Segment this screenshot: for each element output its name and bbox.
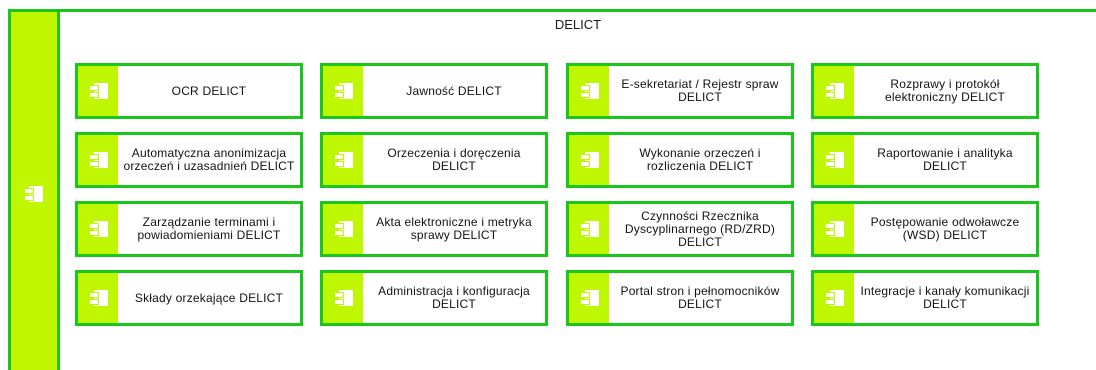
component-card[interactable]: Postępowanie odwoławcze (WSD) DELICT [811,201,1039,257]
component-card[interactable]: OCR DELICT [75,63,303,119]
component-card[interactable]: Automatyczna anonimizacja orzeczeń i uza… [75,132,303,188]
component-icon [334,290,353,306]
component-swatch [323,204,363,254]
component-label: E-sekretariat / Rejestr spraw DELICT [621,77,779,104]
component-card[interactable]: Orzeczenia i doręczenia DELICT [320,132,548,188]
component-label: Postępowanie odwoławcze (WSD) DELICT [870,215,1020,242]
component-label: Składy orzekające DELICT [134,290,284,305]
component-card[interactable]: Portal stron i pełnomocników DELICT [566,270,794,326]
component-label: Akta elektroniczne i metryka sprawy DELI… [376,215,532,242]
component-swatch [323,66,363,116]
component-swatch [814,135,854,185]
component-swatch [814,66,854,116]
component-card[interactable]: Akta elektroniczne i metryka sprawy DELI… [320,201,548,257]
component-card[interactable]: Zarządzanie terminami i powiadomieniami … [75,201,303,257]
component-icon [580,83,599,99]
component-icon [334,152,353,168]
component-icon [89,83,108,99]
component-label: Integracje i kanały komunikacji DELICT [860,284,1030,311]
component-icon [580,221,599,237]
component-label: Rozprawy i protokół elektroniczny DELICT [884,77,1006,104]
component-label: Raportowanie i analityka DELICT [877,146,1013,173]
component-icon [89,152,108,168]
component-label: Zarządzanie terminami i powiadomieniami … [137,215,281,242]
component-swatch [323,273,363,323]
component-icon [825,83,844,99]
component-swatch [814,204,854,254]
component-swatch [78,135,118,185]
component-label: Orzeczenia i doręczenia DELICT [387,146,521,173]
component-card[interactable]: Administracja i konfiguracja DELICT [320,270,548,326]
component-label: Administracja i konfiguracja DELICT [378,284,530,311]
component-swatch [569,204,609,254]
component-swatch [323,135,363,185]
component-icon [334,221,353,237]
component-swatch [569,135,609,185]
component-swatch [569,66,609,116]
component-swatch [78,273,118,323]
component-swatch [78,204,118,254]
component-card[interactable]: Wykonanie orzeczeń i rozliczenia DELICT [566,132,794,188]
component-icon [24,186,43,202]
component-icon [825,290,844,306]
component-icon [580,290,599,306]
component-label: Czynności Rzecznika Dyscyplinarnego (RD/… [624,208,776,249]
component-card[interactable]: Raportowanie i analityka DELICT [811,132,1039,188]
component-icon [825,221,844,237]
component-label: Jawność DELICT [406,83,502,98]
component-icon [89,221,108,237]
component-label: Automatyczna anonimizacja orzeczeń i uza… [123,146,295,173]
domain-title: DELICT [554,17,602,32]
component-card[interactable]: Składy orzekające DELICT [75,270,303,326]
component-card[interactable]: Rozprawy i protokół elektroniczny DELICT [811,63,1039,119]
component-swatch [569,273,609,323]
component-icon [825,152,844,168]
component-icon [89,290,108,306]
component-label: OCR DELICT [171,83,247,98]
component-label: Portal stron i pełnomocników DELICT [620,284,780,311]
component-card[interactable]: Integracje i kanały komunikacji DELICT [811,270,1039,326]
component-icon [580,152,599,168]
component-label: Wykonanie orzeczeń i rozliczenia DELICT [639,146,761,173]
component-icon [334,83,353,99]
component-card[interactable]: E-sekretariat / Rejestr spraw DELICT [566,63,794,119]
component-card[interactable]: Czynności Rzecznika Dyscyplinarnego (RD/… [566,201,794,257]
component-swatch [78,66,118,116]
component-card[interactable]: Jawność DELICT [320,63,548,119]
domain-frame [8,9,1096,370]
component-swatch [814,273,854,323]
